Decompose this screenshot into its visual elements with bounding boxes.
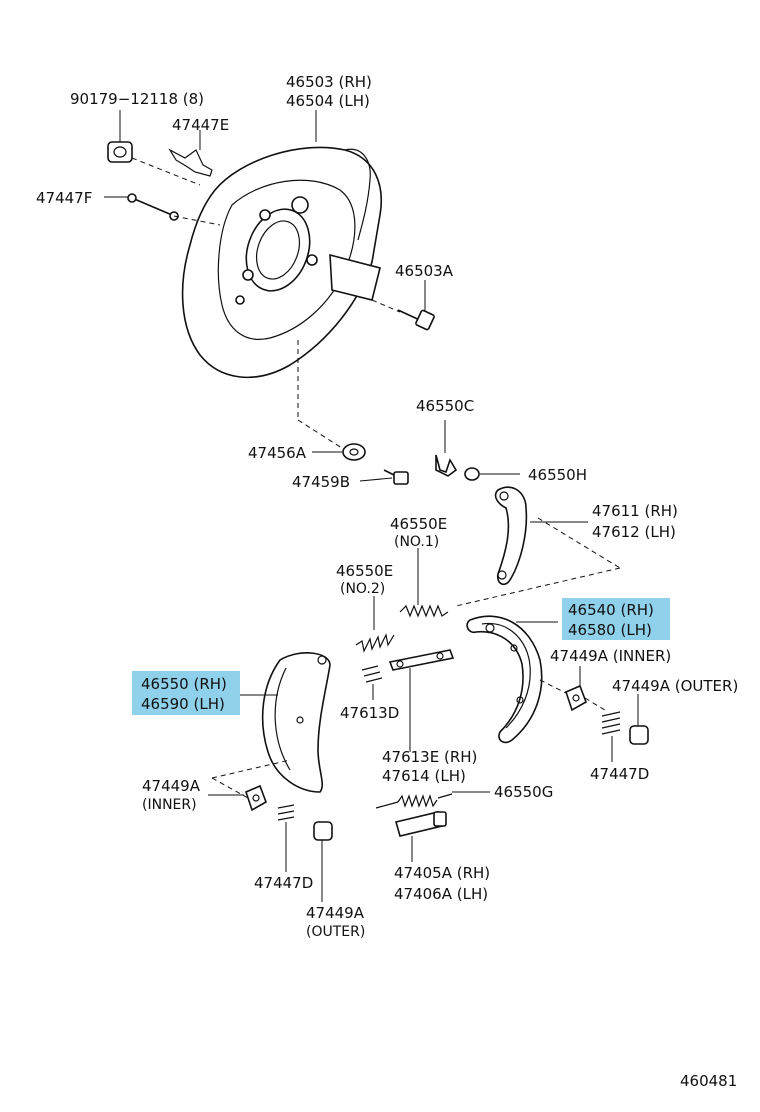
label-46550G: 46550G [494,783,553,801]
label-47447D-right: 47447D [590,765,649,783]
washer-47456A [312,443,366,461]
clip-47613D [361,665,383,700]
label-47449A-outer-left: 47449A [306,904,365,922]
label-46550H: 46550H [528,466,587,484]
highlight-46540 [562,598,670,640]
label-47447F: 47447F [36,189,92,207]
label-46550E-no2: 46550E [336,562,393,580]
label-47449A-inner-left: 47449A [142,777,201,795]
label-46590: 46590 (LH) [141,695,225,713]
cup-47449A-outer-left [313,821,333,902]
bolt-46503A [397,280,435,331]
adjuster-47405A [395,811,447,862]
label-47449A-outer-left-note: (OUTER) [306,924,365,940]
backing-plate [181,146,382,379]
label-47449A-outer-right: 47449A (OUTER) [612,677,738,695]
label-47449A-inner-right: 47449A (INNER) [550,647,671,665]
pin-47447F [104,193,179,221]
cup-47449A-inner-left [208,784,267,812]
bolt-47459B [359,469,409,485]
cup-47449A-inner-right [565,666,587,712]
label-46550E-no1-note: (NO.1) [394,534,439,550]
label-90179: 90179−12118 (8) [70,90,204,108]
label-47613E: 47613E (RH) [382,748,477,766]
spring-47447D-left [277,804,295,872]
label-46550E-no2-note: (NO.2) [340,581,385,597]
label-47456A: 47456A [248,444,307,462]
label-47613D: 47613D [340,704,399,722]
lever-47611 [494,486,588,586]
spring-46550E-no1 [399,548,449,618]
highlight-46550 [132,671,240,715]
label-46550: 46550 (RH) [141,675,227,693]
label-47614: 47614 (LH) [382,767,466,785]
label-46503A: 46503A [395,262,454,280]
label-47447E: 47447E [172,116,229,134]
spring-47447D-right [601,711,621,762]
label-46580: 46580 (LH) [568,621,652,639]
label-47447D-left: 47447D [254,874,313,892]
label-46503: 46503 (RH) [286,73,372,91]
shoe-46550 [238,652,331,793]
clip-47447E [168,130,213,177]
label-47405A: 47405A (RH) [394,864,490,882]
label-46504: 46504 (LH) [286,92,370,110]
label-47406A: 47406A (LH) [394,885,488,903]
cup-47449A-outer-right [629,694,649,745]
label-46550E-no1: 46550E [390,515,447,533]
label-47459B: 47459B [292,473,350,491]
clip-46550C [435,420,458,477]
diagram-id: 460481 [680,1072,737,1090]
spring-46550G [375,791,490,809]
label-47611: 47611 (RH) [592,502,678,520]
adjuster-47613E [388,649,455,752]
label-47612: 47612 (LH) [592,523,676,541]
label-46540: 46540 (RH) [568,601,654,619]
nut-90179 [107,110,133,163]
washer-46550H [464,467,520,481]
label-46550C: 46550C [416,397,474,415]
shoe-46540 [466,615,558,744]
spring-46550E-no2 [355,596,395,653]
label-47449A-inner-left-note: (INNER) [142,797,197,813]
